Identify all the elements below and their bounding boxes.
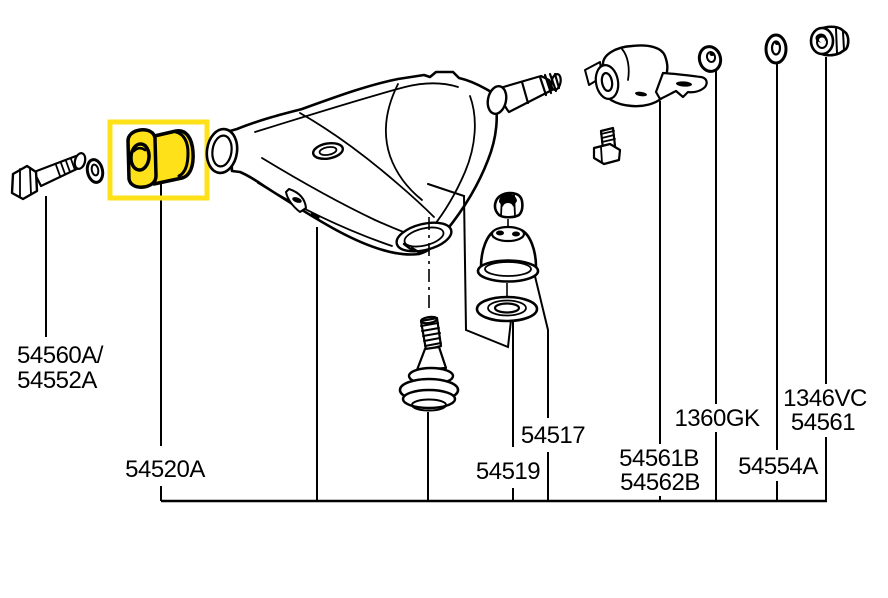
- panel-outline: [427, 183, 514, 349]
- leader-lines: [45, 57, 827, 503]
- part-label-54561[interactable]: 54561: [791, 409, 856, 436]
- part-lower-control-arm[interactable]: [204, 70, 562, 256]
- part-bushing-highlighted[interactable]: [126, 128, 195, 189]
- part-label-54517[interactable]: 54517: [521, 422, 586, 449]
- part-label-54562b[interactable]: 54562B: [620, 469, 700, 496]
- part-label-54520a[interactable]: 54520A: [125, 456, 206, 483]
- part-pivot-bolt[interactable]: [10, 152, 105, 201]
- part-ball-joint-stud[interactable]: [398, 217, 460, 412]
- part-label-54519[interactable]: 54519: [476, 458, 541, 485]
- part-label-54560a[interactable]: 54560A/: [17, 342, 104, 369]
- part-dust-cover-kit[interactable]: [475, 191, 540, 323]
- part-labels: 54560A/ 54552A 54520A 54519 54517 54561B…: [17, 342, 867, 496]
- part-washer-1360gk[interactable]: [697, 44, 724, 74]
- part-flange-nut[interactable]: [809, 25, 850, 57]
- part-label-54554a[interactable]: 54554A: [738, 453, 819, 480]
- part-label-1346vc[interactable]: 1346VC: [783, 385, 867, 412]
- part-label-54552a[interactable]: 54552A: [17, 367, 98, 394]
- part-label-54561b[interactable]: 54561B: [619, 445, 699, 472]
- part-label-1360gk[interactable]: 1360GK: [674, 405, 760, 432]
- part-washer-54554a[interactable]: [764, 33, 788, 65]
- part-mounting-bracket[interactable]: [584, 44, 708, 166]
